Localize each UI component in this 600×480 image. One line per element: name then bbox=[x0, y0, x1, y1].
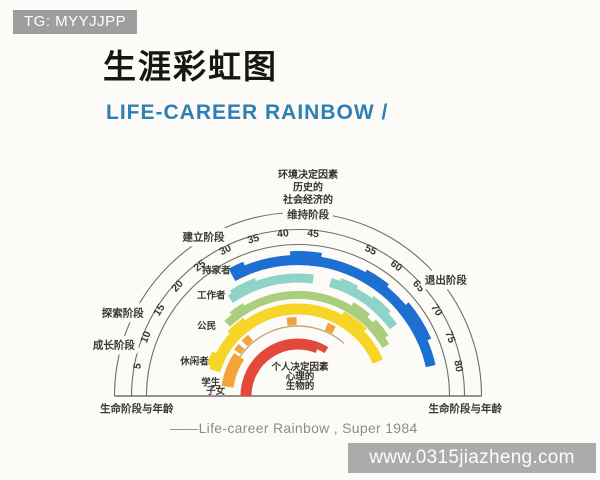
environment-text-line: 社会经济的 bbox=[282, 193, 333, 206]
age-tick-80: 80 bbox=[451, 359, 465, 373]
age-tick-60: 60 bbox=[388, 258, 405, 275]
age-tick-5: 5 bbox=[131, 362, 144, 370]
age-tick-70: 70 bbox=[428, 302, 444, 318]
age-tick-35: 35 bbox=[246, 232, 261, 247]
role-arc-homemaker bbox=[228, 261, 249, 281]
role-arc-citizen bbox=[347, 302, 370, 324]
role-arc-student bbox=[324, 322, 336, 334]
age-tick-45: 45 bbox=[307, 227, 320, 240]
role-arc-leisurite bbox=[206, 351, 226, 370]
role-arc-citizen bbox=[367, 319, 389, 343]
person-text-line: 个人决定因素 bbox=[270, 361, 329, 373]
tg-watermark-text: TG: MYYJJPP bbox=[24, 13, 127, 30]
role-arc-worker bbox=[336, 278, 359, 297]
role-arc-student bbox=[221, 353, 245, 388]
person-text-line: 生物的 bbox=[286, 380, 315, 392]
role-arc-homemaker bbox=[360, 269, 389, 295]
person-text-line: 心理的 bbox=[286, 371, 315, 383]
role-arc-student bbox=[286, 317, 297, 326]
role-label-leisurite: 休闲者 bbox=[179, 356, 209, 368]
role-label-worker: 工作者 bbox=[197, 290, 226, 302]
age-tick-55: 55 bbox=[363, 242, 379, 258]
stage-label-维持阶段: 维持阶段 bbox=[287, 208, 329, 221]
ring-arc bbox=[145, 244, 451, 397]
page-title: 生涯彩虹图 bbox=[103, 48, 278, 85]
role-arc-child bbox=[317, 342, 329, 354]
role-arc-worker bbox=[229, 278, 260, 301]
role-label-homemaker: 持家者 bbox=[202, 265, 231, 277]
age-tick-30: 30 bbox=[217, 242, 233, 258]
age-tick-10: 10 bbox=[138, 329, 153, 344]
role-arc-child bbox=[240, 338, 320, 397]
role-arc-citizen bbox=[229, 303, 249, 321]
stage-label-退出阶段: 退出阶段 bbox=[425, 274, 467, 287]
page-subtitle: LIFE-CAREER RAINBOW / bbox=[106, 101, 389, 124]
role-arc-worker bbox=[328, 278, 398, 330]
stage-label-探索阶段: 探索阶段 bbox=[102, 306, 144, 319]
axis-label-right: 生命阶段与年龄 bbox=[429, 402, 503, 415]
role-arc-student bbox=[239, 325, 345, 358]
role-arc-student bbox=[234, 343, 245, 355]
role-arc-leisurite bbox=[209, 303, 383, 373]
role-label-student: 学生 bbox=[201, 376, 221, 388]
role-arc-homemaker bbox=[397, 302, 432, 345]
ring-arc bbox=[113, 211, 483, 397]
site-watermark: www.0315jiazheng.com bbox=[348, 443, 596, 473]
site-watermark-text: www.0315jiazheng.com bbox=[369, 447, 575, 468]
chart-source-caption: ——Life-career Rainbow , Super 1984 bbox=[170, 420, 418, 436]
role-arc-leisurite bbox=[336, 311, 367, 340]
role-arc-leisurite bbox=[227, 317, 252, 342]
environment-text-line: 历史的 bbox=[293, 181, 323, 194]
role-label-citizen: 公民 bbox=[197, 321, 216, 332]
axis-label-left: 生命阶段与年龄 bbox=[100, 402, 174, 415]
tg-watermark-badge: TG: MYYJJPP bbox=[13, 10, 138, 34]
environment-text-line: 环境决定因素 bbox=[278, 168, 338, 181]
stage-label-成长阶段: 成长阶段 bbox=[93, 339, 135, 352]
age-tick-20: 20 bbox=[169, 278, 186, 295]
role-arc-student bbox=[241, 334, 254, 347]
role-arc-worker bbox=[366, 295, 391, 320]
age-tick-40: 40 bbox=[277, 227, 290, 240]
stage-label-建立阶段: 建立阶段 bbox=[182, 230, 225, 243]
role-label-child: 子女 bbox=[206, 385, 226, 397]
role-arc-homemaker bbox=[290, 250, 322, 267]
ring-arc bbox=[130, 229, 466, 397]
age-tick-75: 75 bbox=[442, 329, 457, 344]
age-tick-15: 15 bbox=[151, 302, 167, 318]
